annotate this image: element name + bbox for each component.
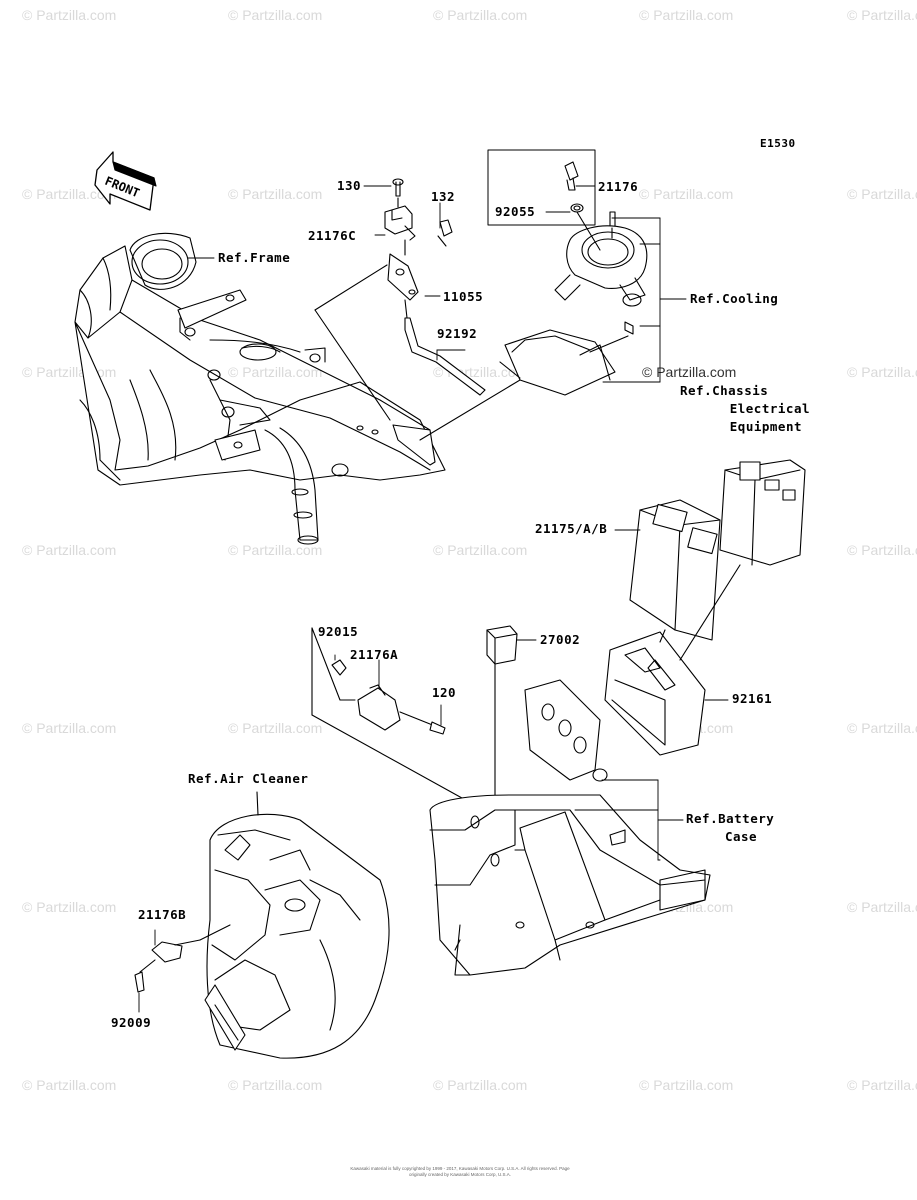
watermark: © Partzilla.com xyxy=(433,542,528,558)
watermark: © Partzilla.com xyxy=(22,7,117,23)
ref-chassis-line-3: Equipment xyxy=(729,419,802,434)
copyright-notice: Kawasaki material is fully copyrighted b… xyxy=(350,1166,570,1177)
battery-case-drawing xyxy=(429,794,711,976)
cooling-parts-drawing xyxy=(487,149,648,396)
watermark: © Partzilla.com xyxy=(22,542,117,558)
watermark: © Partzilla.com xyxy=(228,364,323,380)
part-label-21176c[interactable]: 21176C xyxy=(308,228,357,243)
ref-chassis-line-1: Ref.Chassis xyxy=(680,383,769,398)
part-label-132[interactable]: 132 xyxy=(431,189,456,204)
ref-frame-label[interactable]: Ref.Frame xyxy=(218,250,291,265)
part-label-92055[interactable]: 92055 xyxy=(495,204,536,219)
watermark: © Partzilla.com xyxy=(847,1077,917,1093)
watermark: © Partzilla.com xyxy=(228,542,323,558)
ref-battery-case-label[interactable]: Ref.Battery Case xyxy=(686,812,796,844)
frame-drawing xyxy=(74,232,446,545)
air-cleaner-drawing xyxy=(134,791,390,1059)
watermark: © Partzilla.com xyxy=(228,720,323,736)
watermark: © Partzilla.com xyxy=(228,186,323,202)
part-label-92192[interactable]: 92192 xyxy=(437,326,478,341)
part-label-92009[interactable]: 92009 xyxy=(111,1015,152,1030)
leader-lines xyxy=(138,185,729,1013)
sensor-21176a-drawing xyxy=(311,627,481,809)
ref-chassis-label[interactable]: Ref.Chassis Electrical Equipment xyxy=(680,384,810,434)
watermark-active: © Partzilla.com xyxy=(642,364,737,380)
watermark: © Partzilla.com xyxy=(847,720,917,736)
watermark: © Partzilla.com xyxy=(22,899,117,915)
part-label-27002[interactable]: 27002 xyxy=(540,632,581,647)
ecu-modules-drawing xyxy=(604,459,806,756)
ref-chassis-line-2: Electrical xyxy=(729,401,810,416)
sensor-21176c-drawing xyxy=(314,178,561,441)
watermark: © Partzilla.com xyxy=(847,7,917,23)
watermark: © Partzilla.com xyxy=(847,364,917,380)
watermark: © Partzilla.com xyxy=(433,1077,528,1093)
ref-battery-line-2: Case xyxy=(724,829,758,844)
watermark: © Partzilla.com xyxy=(639,1077,734,1093)
watermark: © Partzilla.com xyxy=(22,720,117,736)
part-label-21176[interactable]: 21176 xyxy=(598,179,639,194)
watermark: © Partzilla.com xyxy=(22,186,117,202)
ref-air-cleaner-label[interactable]: Ref.Air Cleaner xyxy=(188,771,309,786)
part-label-130[interactable]: 130 xyxy=(337,178,362,193)
watermark: © Partzilla.com xyxy=(228,7,323,23)
part-label-120[interactable]: 120 xyxy=(432,685,457,700)
part-label-92015[interactable]: 92015 xyxy=(318,624,359,639)
watermark: © Partzilla.com xyxy=(228,1077,323,1093)
ref-battery-line-1: Ref.Battery xyxy=(686,811,775,826)
part-label-21176b[interactable]: 21176B xyxy=(138,907,187,922)
watermark: © Partzilla.com xyxy=(847,186,917,202)
ref-cooling-label[interactable]: Ref.Cooling xyxy=(690,291,779,306)
watermark: © Partzilla.com xyxy=(847,542,917,558)
watermark: © Partzilla.com xyxy=(639,186,734,202)
relay-bracket-drawing xyxy=(486,625,608,811)
part-label-21175-a-b[interactable]: 21175/A/B xyxy=(535,521,608,536)
watermark: © Partzilla.com xyxy=(847,899,917,915)
diagram-code: E1530 xyxy=(760,137,796,150)
watermark: © Partzilla.com xyxy=(639,7,734,23)
watermark: © Partzilla.com xyxy=(433,7,528,23)
front-arrow-icon: FRONT xyxy=(94,151,157,211)
watermark: © Partzilla.com xyxy=(22,1077,117,1093)
part-label-21176a[interactable]: 21176A xyxy=(350,647,399,662)
part-label-11055[interactable]: 11055 xyxy=(443,289,484,304)
part-label-92161[interactable]: 92161 xyxy=(732,691,773,706)
